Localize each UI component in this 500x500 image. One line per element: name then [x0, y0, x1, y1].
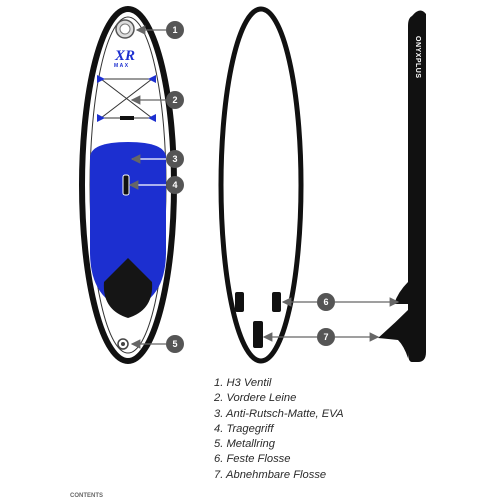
fixed-fin-right	[272, 292, 281, 312]
metal-ring	[117, 338, 129, 350]
callout-number: 4	[172, 180, 177, 190]
legend-item: 3. Anti-Rutsch-Matte, EVA	[214, 407, 344, 420]
callout-3: 3	[130, 150, 184, 168]
callout-7: 7	[262, 328, 380, 346]
legend-item: 1. H3 Ventil	[214, 377, 272, 389]
callout-number: 7	[323, 332, 328, 342]
callout-number: 6	[323, 297, 328, 307]
callout-number: 5	[172, 339, 177, 349]
logo-sub: MAX	[114, 63, 130, 69]
footer-text: CONTENTS	[70, 493, 103, 499]
callout-2: 2	[130, 91, 184, 109]
brand-logo: XR MAX	[114, 48, 135, 69]
side-fixed-fin	[394, 282, 408, 304]
logo-mark: XR	[114, 48, 135, 64]
removable-fin-box	[253, 321, 263, 348]
callout-number: 3	[172, 154, 177, 164]
tail-kick-pad	[103, 258, 153, 318]
side-board-body	[408, 10, 426, 362]
bungee-cords	[97, 75, 156, 122]
callout-1: 1	[135, 21, 184, 39]
legend-item: 7. Abnehmbare Flosse	[214, 468, 327, 481]
callout-number: 2	[172, 95, 177, 105]
fixed-fin-left	[235, 292, 244, 312]
side-view-board: ONYXPLUS	[378, 10, 426, 362]
callout-5: 5	[130, 335, 184, 353]
side-removable-fin	[378, 310, 408, 358]
deck-pad	[90, 142, 166, 310]
legend-item: 5. Metallring	[214, 438, 275, 451]
callout-4: 4	[128, 176, 184, 194]
carry-handle	[122, 174, 130, 196]
legend-item: 4. Tragegriff	[214, 422, 274, 435]
side-board-text: ONYXPLUS	[414, 36, 421, 79]
bottom-view-board	[218, 6, 304, 364]
h3-valve	[115, 19, 135, 39]
parts-legend: 1. H3 Ventil 2. Vordere Leine 3. Anti-Ru…	[214, 376, 344, 483]
callout-number: 1	[172, 25, 177, 35]
callout-6: 6	[281, 293, 400, 311]
legend-item: 6. Feste Flosse	[214, 453, 291, 466]
bottom-board-outline	[218, 6, 304, 364]
legend-item: 2. Vordere Leine	[214, 392, 297, 405]
